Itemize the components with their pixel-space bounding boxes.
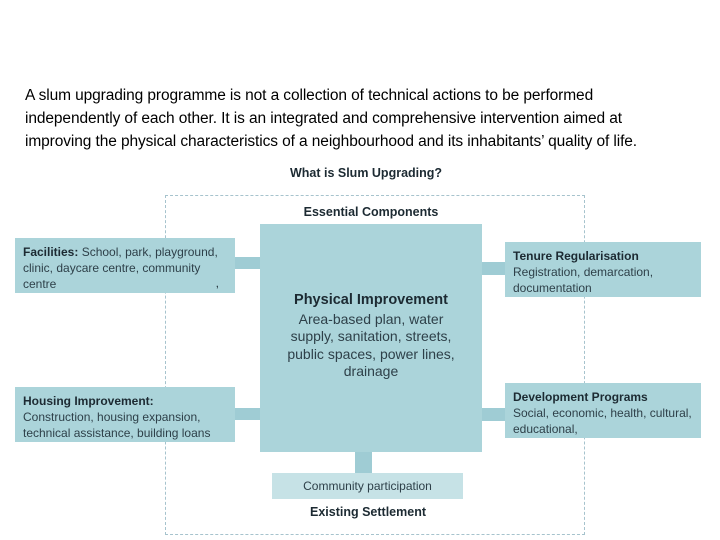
tenure-regularisation-body: Registration, demarcation, documentation [513,265,654,295]
tenure-regularisation-title: Tenure Regularisation [513,249,639,263]
intro-line-1: A slum upgrading programme is not a coll… [25,87,594,104]
existing-settlement-label: Existing Settlement [310,505,426,519]
community-participation-box: Community participation [272,473,463,499]
connector-community [355,451,372,473]
housing-improvement-body: Construction, housing expansion, technic… [23,410,211,440]
housing-improvement-box: Housing Improvement: Construction, housi… [15,387,235,442]
tenure-regularisation-box: Tenure Regularisation Registration, dema… [505,242,701,297]
intro-line-2: independently of each other. It is an in… [25,110,622,127]
physical-improvement-box: Physical Improvement Area-based plan, wa… [260,224,482,452]
facilities-title: Facilities: [23,245,79,259]
physical-improvement-title: Physical Improvement [294,292,448,308]
housing-improvement-title: Housing Improvement: [23,394,154,408]
connector-development [482,408,505,421]
development-programs-title: Development Programs [513,390,648,404]
physical-improvement-body: Area-based plan, water supply, sanitatio… [287,310,455,380]
connector-facilities [235,257,260,269]
diagram-title: What is Slum Upgrading? [289,166,443,180]
connector-housing [235,408,260,420]
development-programs-body: Social, economic, health, cultural, educ… [513,406,692,436]
facilities-stray-comma: , [215,276,219,290]
development-programs-box: Development Programs Social, economic, h… [505,383,701,438]
intro-line-3: improving the physical characteristics o… [25,133,637,150]
essential-components-label: Essential Components [303,205,439,219]
facilities-box: Facilities: School, park, playground, cl… [15,238,235,293]
intro-paragraph: A slum upgrading programme is not a coll… [25,84,637,153]
facilities-body: School, park, playground, clinic, daycar… [23,245,218,291]
connector-tenure [482,262,505,275]
essential-components-container [165,195,585,535]
